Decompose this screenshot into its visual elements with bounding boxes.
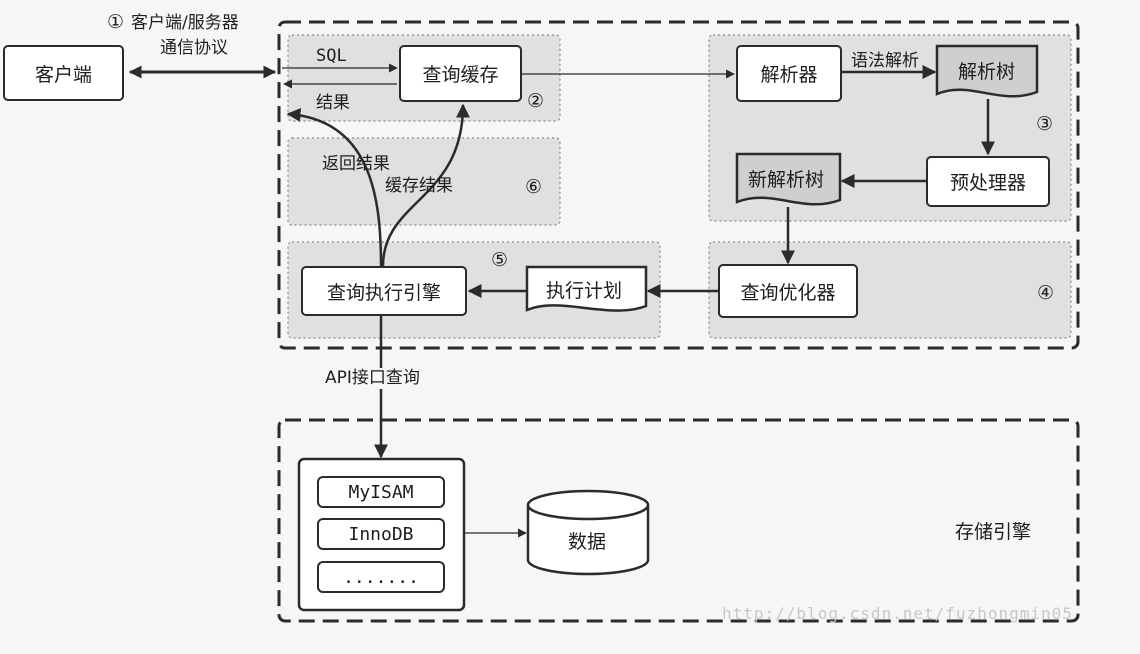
engine-other: ....... <box>317 561 445 593</box>
api-query-label: API接口查询 <box>323 368 422 389</box>
server-layer-frame <box>277 20 1080 350</box>
preprocessor-box: 预处理器 <box>926 156 1050 207</box>
panel-return <box>287 137 561 226</box>
storage-engine-title: 存储引擎 <box>955 521 1032 543</box>
query-execution-engine-box: 查询执行引擎 <box>301 266 467 316</box>
data-cylinder-body <box>526 505 650 576</box>
data-label: 数据 <box>568 531 607 553</box>
syntax-parse-label: 语法解析 <box>851 51 919 71</box>
cache-result-label: 缓存结果 <box>385 176 453 196</box>
execution-plan-shape <box>525 265 648 312</box>
protocol-line2: 通信协议 <box>160 38 228 58</box>
data-cylinder-top <box>526 489 650 521</box>
optimizer-marker: ④ <box>1037 282 1055 304</box>
storage-layer-frame <box>277 418 1080 623</box>
protocol-marker: ① <box>107 11 125 33</box>
watermark: http://blog.csdn.net/fuzhongmin05 <box>722 604 1073 623</box>
parser-box: 解析器 <box>736 45 842 102</box>
new-parse-tree-label: 新解析树 <box>748 169 825 191</box>
parse-tree-shape <box>935 44 1039 98</box>
query-optimizer-box: 查询优化器 <box>718 264 858 318</box>
engine-myisam: MyISAM <box>317 476 445 508</box>
result-label: 结果 <box>316 93 350 113</box>
client-box: 客户端 <box>3 45 124 101</box>
new-parse-tree-shape <box>735 152 842 206</box>
executor-marker: ⑤ <box>491 249 509 271</box>
panel6-marker: ⑥ <box>525 176 543 198</box>
engine-innodb: InnoDB <box>317 518 445 550</box>
return-result-arrow <box>286 107 383 267</box>
query-cache-marker: ② <box>527 90 545 112</box>
parse-tree-label: 解析树 <box>958 61 1016 83</box>
parser-marker: ③ <box>1036 113 1054 135</box>
sql-label: SQL <box>316 46 347 66</box>
return-result-label: 返回结果 <box>322 154 390 174</box>
execution-plan-label: 执行计划 <box>546 280 623 302</box>
protocol-line1: 客户端/服务器 <box>131 13 239 33</box>
query-cache-box: 查询缓存 <box>399 45 522 102</box>
cache-result-up-arrow <box>381 103 470 267</box>
